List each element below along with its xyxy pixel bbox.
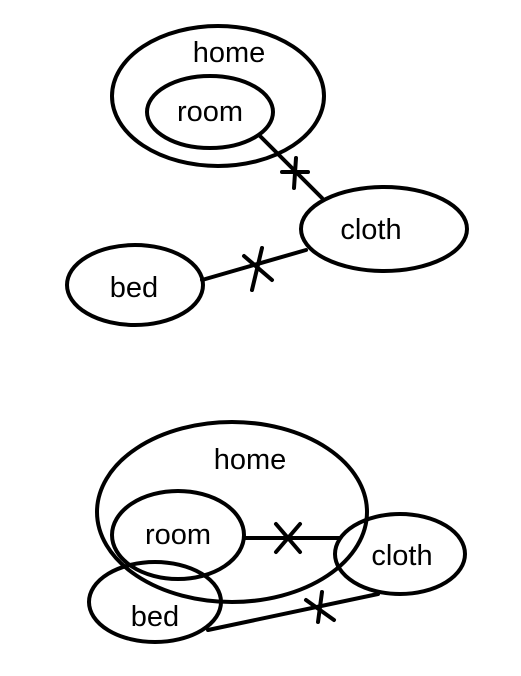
bottom-room-label: room bbox=[145, 519, 211, 551]
top-room-label: room bbox=[177, 96, 243, 128]
bottom-edge-bed-cloth bbox=[206, 592, 380, 632]
bottom-room-ellipse bbox=[110, 489, 246, 581]
bottom-bed-ellipse bbox=[87, 560, 223, 644]
top-cross-bed-cloth-2 bbox=[250, 246, 264, 292]
bottom-cross-bed-cloth-2 bbox=[316, 590, 324, 624]
top-edge-room-cloth bbox=[258, 134, 324, 200]
bottom-home-label: home bbox=[214, 444, 287, 476]
bottom-cross-room-cloth-2 bbox=[274, 522, 302, 554]
top-room-ellipse bbox=[145, 74, 275, 150]
top-diagram: home room cloth bed bbox=[65, 24, 469, 327]
top-home-ellipse bbox=[110, 24, 326, 168]
top-cloth-label: cloth bbox=[340, 214, 401, 246]
top-home-label: home bbox=[193, 37, 266, 69]
top-bed-ellipse bbox=[65, 243, 205, 327]
bottom-cloth-ellipse bbox=[333, 512, 467, 596]
bottom-bed-label: bed bbox=[131, 601, 179, 633]
bottom-cloth-label: cloth bbox=[371, 540, 432, 572]
top-cross-room-cloth-2 bbox=[292, 156, 298, 190]
top-cloth-ellipse bbox=[299, 185, 469, 273]
bottom-home-ellipse bbox=[95, 420, 369, 604]
bottom-diagram: home room cloth bed bbox=[87, 420, 467, 644]
top-bed-label: bed bbox=[110, 272, 158, 304]
